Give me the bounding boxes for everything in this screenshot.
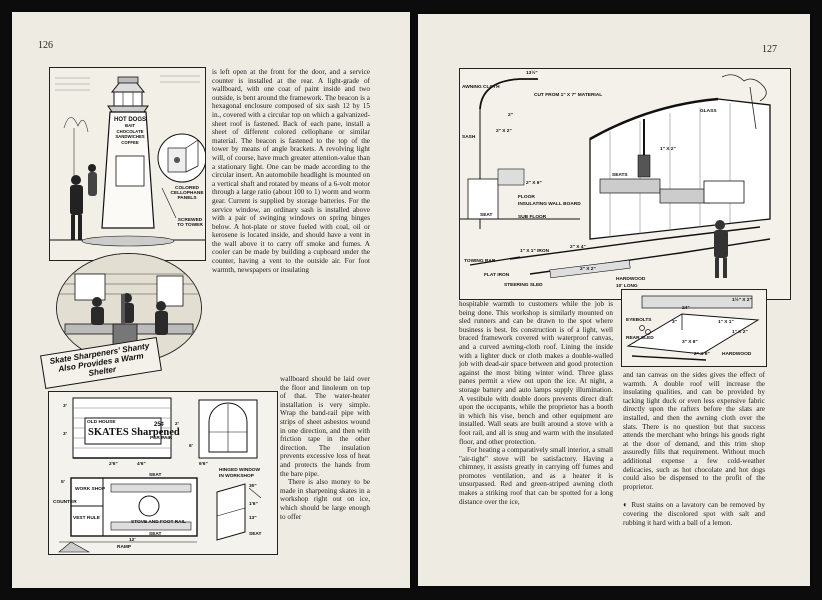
dimension-label: 2" <box>508 113 513 118</box>
dimension-label: 2" X 2" <box>496 129 512 134</box>
diagram-label: 10' LONG <box>616 284 638 289</box>
dimension-label: 6'6" <box>199 462 208 467</box>
interior-illustration <box>56 253 202 363</box>
sled-dimension: 24" <box>682 306 690 311</box>
dimension-label: 1" X 2" <box>660 147 676 152</box>
tower-sign-line: BAIT <box>124 123 136 129</box>
interior-drawing <box>57 254 201 362</box>
tower-sign-line: CHOCOLATE <box>116 128 144 134</box>
section-banner: Skate Sharpeners' Shanty Also Provides a… <box>40 336 162 390</box>
bullet-icon: ◐ <box>623 500 629 510</box>
article-text-column: is left open at the front for the door, … <box>212 68 370 374</box>
rear-sled-illustration: EYEBOLTS REAR SLED HARDWOOD 1½" X 2" 24"… <box>621 289 767 367</box>
dimension-label: 30" <box>249 484 257 489</box>
article-paragraph: For heating a comparatively small interi… <box>459 446 613 506</box>
dimension-label: 5' <box>61 480 65 485</box>
tower-sign-line: SANDWICHES <box>115 134 145 140</box>
right-page: 127 <box>418 14 810 586</box>
plan-label: SEAT <box>249 532 262 537</box>
workshop-illustration: AWNING CLOTH CUT FROM 1" X 7" MATERIAL S… <box>459 68 791 300</box>
article-paragraph: is left open at the front for the door, … <box>212 68 370 274</box>
screwed-label: SCREWED TO TOWER <box>177 218 203 229</box>
dimension-label: 12' <box>129 538 136 543</box>
left-page: 126 <box>12 12 410 588</box>
sled-label: REAR SLED <box>626 336 654 341</box>
diagram-label: TOWING BAR <box>464 259 496 264</box>
page-number: 126 <box>38 40 53 51</box>
dimension-label: 13" <box>249 516 257 521</box>
dimension-label: 1'6" <box>249 502 258 507</box>
workshop-drawing <box>460 69 790 299</box>
shanty-plan-illustration: SKATES Sharpened OLD HOUSE 25¢ PER PAIR … <box>48 391 278 555</box>
article-text-column: wallboard should be laid over the floor … <box>280 375 370 555</box>
diagram-label: CUT FROM 1" X 7" MATERIAL <box>534 93 603 98</box>
diagram-label: 1" X 1" IRON <box>520 249 550 254</box>
diagram-label: GLASS <box>700 109 717 114</box>
sled-dimension: 1½" X 2" <box>732 298 752 303</box>
cellophane-label: COLORED CELLOPHANE PANELS <box>170 186 204 202</box>
dimension-label: 3' <box>63 404 67 409</box>
dimension-label: 6' <box>189 444 193 449</box>
article-paragraph: There is also money to be made in sharpe… <box>280 478 370 521</box>
shanty-sign-title: SKATES Sharpened <box>88 427 180 438</box>
tower-sign-line: HOT DOGS <box>114 117 147 123</box>
diagram-label: SEAT <box>480 213 493 218</box>
diagram-label: INSULATING WALL BOARD <box>518 202 581 207</box>
dimension-label: 3' <box>63 432 67 437</box>
dimension-label: 2" X 4" <box>570 245 586 250</box>
tower-drawing <box>50 68 205 260</box>
shanty-plan-drawing <box>49 392 277 554</box>
sled-dimension: 3" X 8" <box>682 340 698 345</box>
plan-label: SEAT <box>149 473 162 478</box>
plan-label: WORK SHOP <box>75 487 106 492</box>
sled-label: HARDWOOD <box>722 352 752 357</box>
article-text-column: hospitable warmth to customers while the… <box>459 300 613 572</box>
diagram-label: SUB FLOOR <box>518 215 547 220</box>
page-number: 127 <box>762 44 777 55</box>
note-paragraph: ◐ Rust stains on a lavatory can be remov… <box>623 501 765 527</box>
dimension-label: 13½" <box>526 71 538 76</box>
plan-label: COUNTER <box>53 500 77 505</box>
sled-dimension: 3" <box>672 320 677 325</box>
tower-sign-line: COFFEE <box>121 139 139 145</box>
rear-sled-drawing <box>622 290 766 366</box>
sled-dimension: 1" X 1" <box>718 320 734 325</box>
article-paragraph: hospitable warmth to customers while the… <box>459 300 613 446</box>
diagram-label: STEERING SLED <box>504 283 543 288</box>
sled-label: EYEBOLTS <box>626 318 652 323</box>
sled-dimension: 2" X 6" <box>694 352 710 357</box>
sled-dimension: 1" X 2" <box>732 330 748 335</box>
shanty-sign-left: OLD HOUSE <box>87 420 116 425</box>
dimension-label: 2" X 6" <box>526 181 542 186</box>
dimension-label: 2' <box>175 422 179 427</box>
plan-label: RAMP <box>117 545 132 550</box>
tower-illustration: HOT DOGS BAIT CHOCOLATE SANDWICHES COFFE… <box>49 67 206 261</box>
plan-label: SEAT <box>149 532 162 537</box>
diagram-label: AWNING CLOTH <box>462 85 500 90</box>
article-text-column: and tan canvas on the sides gives the ef… <box>623 371 765 571</box>
dimension-label: 2" X 2" <box>580 267 596 272</box>
diagram-label: HARDWOOD <box>616 277 646 282</box>
article-paragraph: wallboard should be laid over the floor … <box>280 375 370 478</box>
diagram-label: SEATS <box>612 173 628 178</box>
note-text: Rust stains on a lavatory can be removed… <box>623 501 765 527</box>
diagram-label: FLAT IRON <box>484 273 510 278</box>
dimension-label: 2'6" <box>109 462 118 467</box>
diagram-label: FLOOR <box>518 195 535 200</box>
shanty-sign-price: 25¢ <box>154 422 165 428</box>
plan-label: IN WORKSHOP <box>219 474 254 479</box>
diagram-label: SASH <box>462 135 476 140</box>
plan-label: VEST RULE <box>73 516 100 521</box>
article-paragraph: and tan canvas on the sides gives the ef… <box>623 371 765 491</box>
plan-label: STOVE AND FOOT RAIL <box>131 520 186 525</box>
dimension-label: 4'6" <box>137 462 146 467</box>
shanty-sign-price-sub: PER PAIR <box>150 436 173 441</box>
plan-label: HINGED WINDOW <box>219 468 261 473</box>
